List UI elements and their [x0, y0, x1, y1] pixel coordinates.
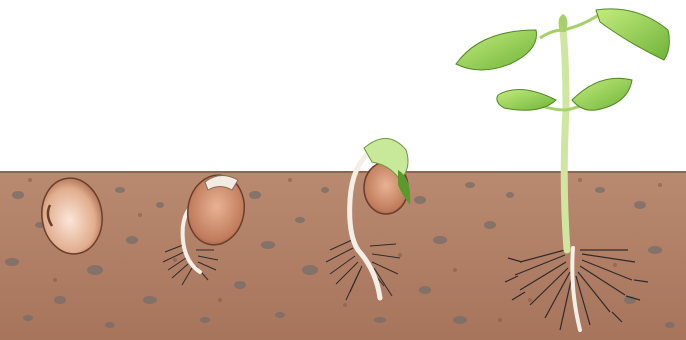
sky-background: [0, 0, 686, 172]
seedling-stem: [563, 30, 567, 250]
soil-layer: [0, 172, 686, 340]
